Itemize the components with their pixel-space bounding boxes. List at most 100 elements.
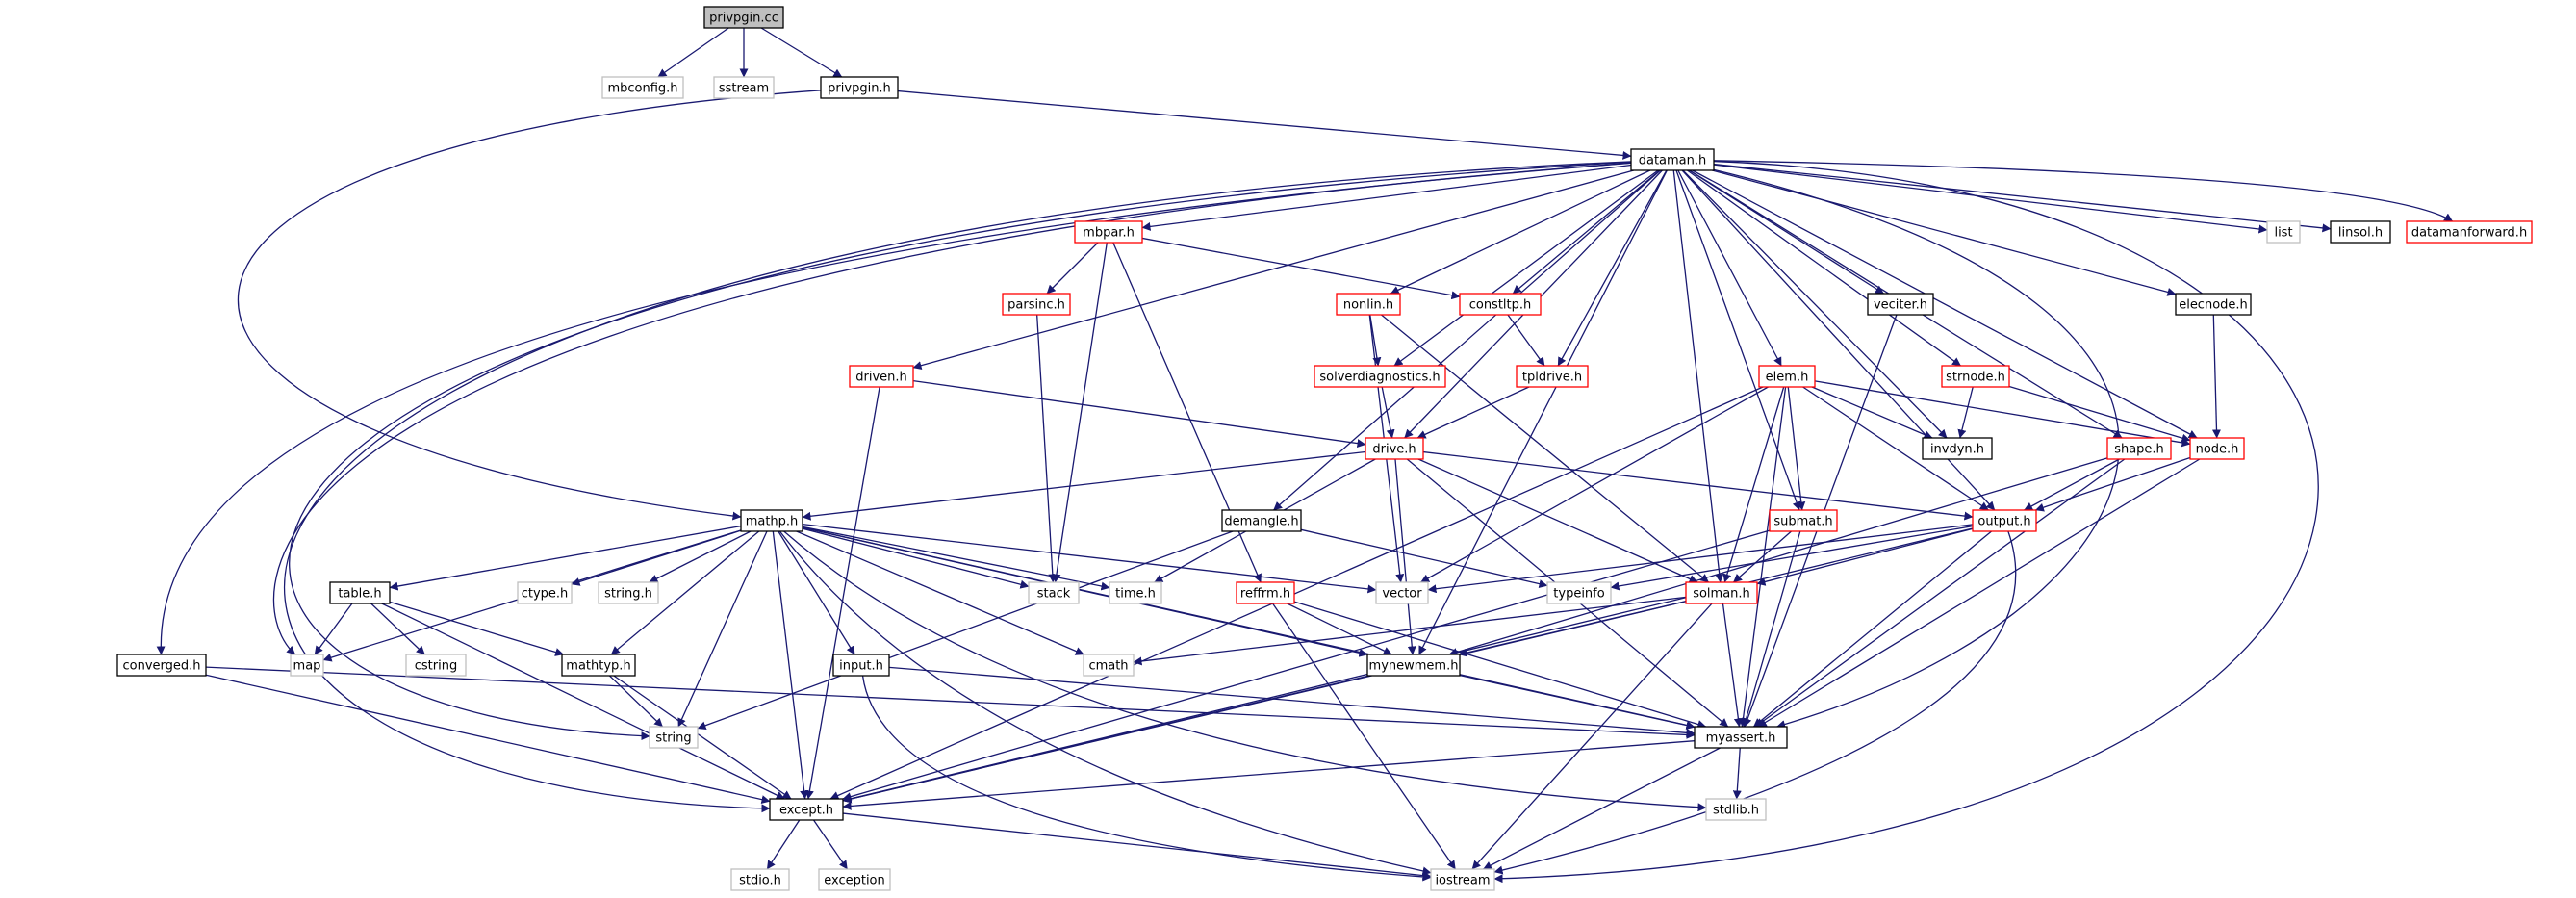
node-label: veciter.h [1874,298,1927,313]
node-iostream: iostream [1430,868,1495,891]
node-label: strnode.h [1946,371,2005,385]
node-constltp-h[interactable]: constltp.h [1459,293,1542,316]
node-label: cmath [1088,659,1128,674]
edge-elecnode_h-to-node_h [2211,314,2221,439]
node-box [2330,220,2391,244]
node-time-h: time.h [1109,581,1162,604]
node-stdlib-h: stdlib.h [1705,798,1767,821]
node-box [1630,148,1715,171]
nodes-layer: privpgin.cc mbconfig.h sstream privpgin.h da… [116,6,2533,891]
node-except-h[interactable]: except.h [769,798,844,821]
node-output-h[interactable]: output.h [1972,509,2037,532]
node-strnode-h[interactable]: strnode.h [1941,365,2010,388]
node-label: vector [1382,587,1422,602]
node-label: typeinfo [1553,587,1604,602]
edge-mbpar_h-to-constltp_h [1141,237,1461,300]
node-driven-h[interactable]: driven.h [849,365,914,388]
node-parsinc-h[interactable]: parsinc.h [1002,293,1071,316]
node-label: nonlin.h [1343,298,1393,313]
node-mbpar-h[interactable]: mbpar.h [1074,220,1143,244]
node-box [1430,868,1495,891]
edge-dataman_h-to-submat_h [1675,169,1801,511]
edge-dataman_h-to-datamanforward_h [1713,160,2454,222]
node-box [1941,365,2010,388]
node-label: sstream [719,82,769,96]
node-label: iostream [1435,874,1490,888]
edge-drive_h-to-solman_h [1417,458,1698,583]
edge-table_h-to-except_h [381,603,785,800]
node-label: converged.h [122,659,200,674]
edge-nonlin_h-to-solman_h [1381,314,1709,583]
edge-dataman_h-to-solman_h [1672,169,1724,583]
node-elecnode-h[interactable]: elecnode.h [2175,293,2252,316]
edge-privpgin_cc-to-privpgin_h [760,27,843,78]
node-label: input.h [839,659,883,674]
edge-demangle_h-to-typeinfo [1300,528,1548,588]
node-dataman-h[interactable]: dataman.h [1630,148,1715,171]
node-label: mbconfig.h [607,82,677,96]
node-demangle-h[interactable]: demangle.h [1221,509,1302,532]
node-node-h[interactable]: node.h [2189,437,2245,460]
edge-tpldrive_h-to-drive_h [1416,386,1530,439]
edge-elem_h-to-vector [1420,386,1769,583]
node-box [2189,437,2245,460]
node-linsol-h[interactable]: linsol.h [2330,220,2391,244]
node-string-h: string.h [598,581,659,604]
node-nonlin-h[interactable]: nonlin.h [1336,293,1401,316]
edge-mathp_h-to-string_h [649,530,752,583]
node-privpgin-cc[interactable]: privpgin.cc [703,6,784,29]
node-box [740,509,803,532]
edge-mbpar_h-to-stack [1052,242,1108,583]
node-table-h[interactable]: table.h [329,581,391,604]
node-box [1028,581,1080,604]
node-submat-h[interactable]: submat.h [1769,509,1838,532]
node-box [1972,509,2037,532]
edge-mathp_h-to-stack [802,527,1030,589]
node-label: exception [824,874,885,888]
node-datamanforward-h[interactable]: datamanforward.h [2406,220,2533,244]
node-stdio-h: stdio.h [730,868,790,891]
node-solverdiagnostics-h[interactable]: solverdiagnostics.h [1314,365,1446,388]
edge-submat_h-to-solman_h [1733,530,1792,583]
node-invdyn-h[interactable]: invdyn.h [1922,437,1993,460]
edge-elem_h-to-except_h [829,386,1764,800]
node-mathtyp-h[interactable]: mathtyp.h [561,654,636,677]
node-input-h[interactable]: input.h [832,654,890,677]
node-tpldrive-h[interactable]: tpldrive.h [1516,365,1589,388]
node-shape-h[interactable]: shape.h [2106,437,2172,460]
edge-dataman_h-to-solverdiagnostics_h [1393,169,1659,367]
node-label: cstring [415,659,457,674]
node-exception: exception [818,868,891,891]
node-converged-h[interactable]: converged.h [116,654,207,677]
node-elem-h[interactable]: elem.h [1758,365,1816,388]
node-list: list [2266,220,2301,244]
node-label: privpgin.cc [709,12,778,26]
node-myassert-h[interactable]: myassert.h [1694,726,1788,749]
edge-output_h-to-vector [1427,524,1974,594]
node-privpgin-h[interactable]: privpgin.h [820,76,899,99]
edge-drive_h-to-output_h [1422,450,1974,521]
node-reffrm-h[interactable]: reffrm.h [1236,581,1295,604]
edge-elem_h-to-output_h [1802,386,1989,511]
node-box [2266,220,2301,244]
edge-dataman_h-to-iostream [1493,160,2319,884]
node-mynewmem-h[interactable]: mynewmem.h [1366,654,1461,677]
node-sstream: sstream [713,76,775,99]
edge-dataman_h-to-demangle_h [1273,169,1661,511]
node-box [1221,509,1302,532]
edge-input_h-to-myassert_h [888,666,1696,737]
node-solman-h[interactable]: solman.h [1685,581,1758,604]
node-box [730,868,790,891]
node-veciter-h[interactable]: veciter.h [1867,293,1934,316]
node-box [849,365,914,388]
node-drive-h[interactable]: drive.h [1365,437,1424,460]
node-box [2106,437,2172,460]
node-box [1769,509,1838,532]
node-mathp-h[interactable]: mathp.h [740,509,803,532]
node-label: solverdiagnostics.h [1319,371,1440,385]
edge-elem_h-to-invdyn_h [1811,386,1933,439]
edge-myassert_h-to-except_h [842,740,1696,810]
edge-dataman_h-to-nonlin_h [1390,169,1651,295]
edge-strnode_h-to-invdyn_h [1957,386,1974,439]
node-box [1366,654,1461,677]
